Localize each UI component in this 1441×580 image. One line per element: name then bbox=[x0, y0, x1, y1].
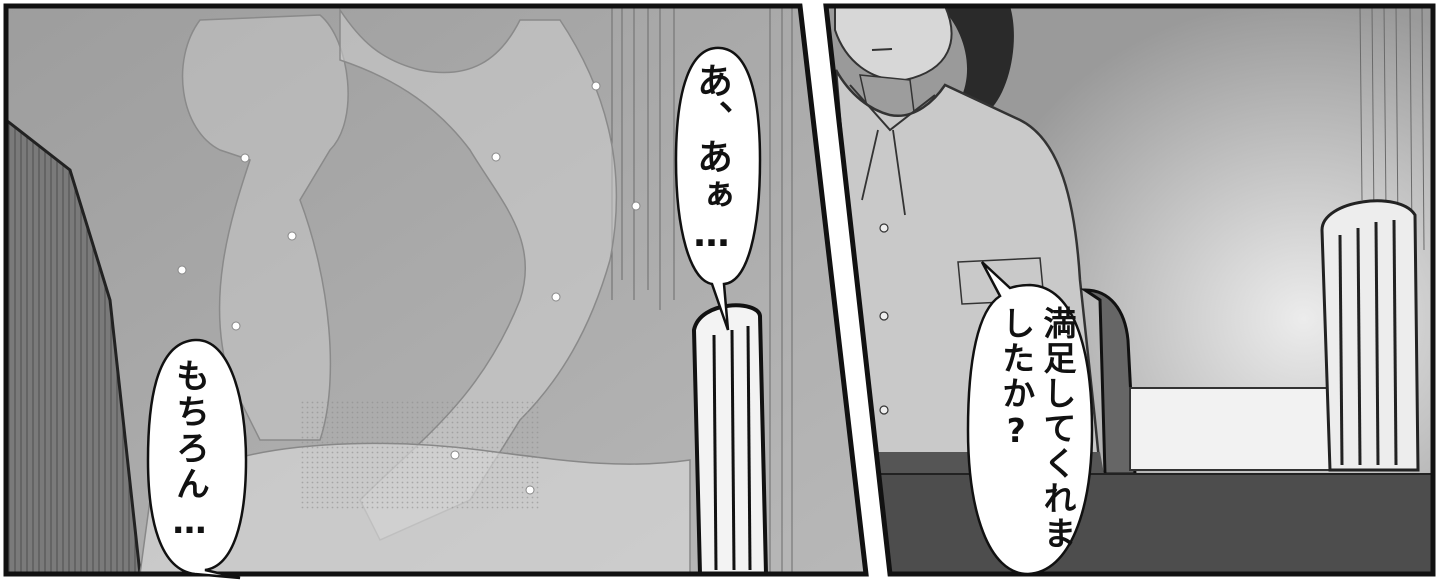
panel-borders bbox=[3, 3, 1436, 577]
speech-bubble-manzoku bbox=[966, 261, 1094, 576]
speech-text-manzoku: 満足してくれましたか? bbox=[996, 306, 1077, 551]
speech-bubble-mochiron bbox=[146, 338, 248, 580]
speech-text-ah: あ、あぁ… bbox=[691, 62, 732, 257]
right-panel-art bbox=[826, 6, 1433, 574]
speech-text-mochiron: もちろん… bbox=[169, 358, 210, 544]
speech-bubble-ah bbox=[674, 46, 762, 331]
